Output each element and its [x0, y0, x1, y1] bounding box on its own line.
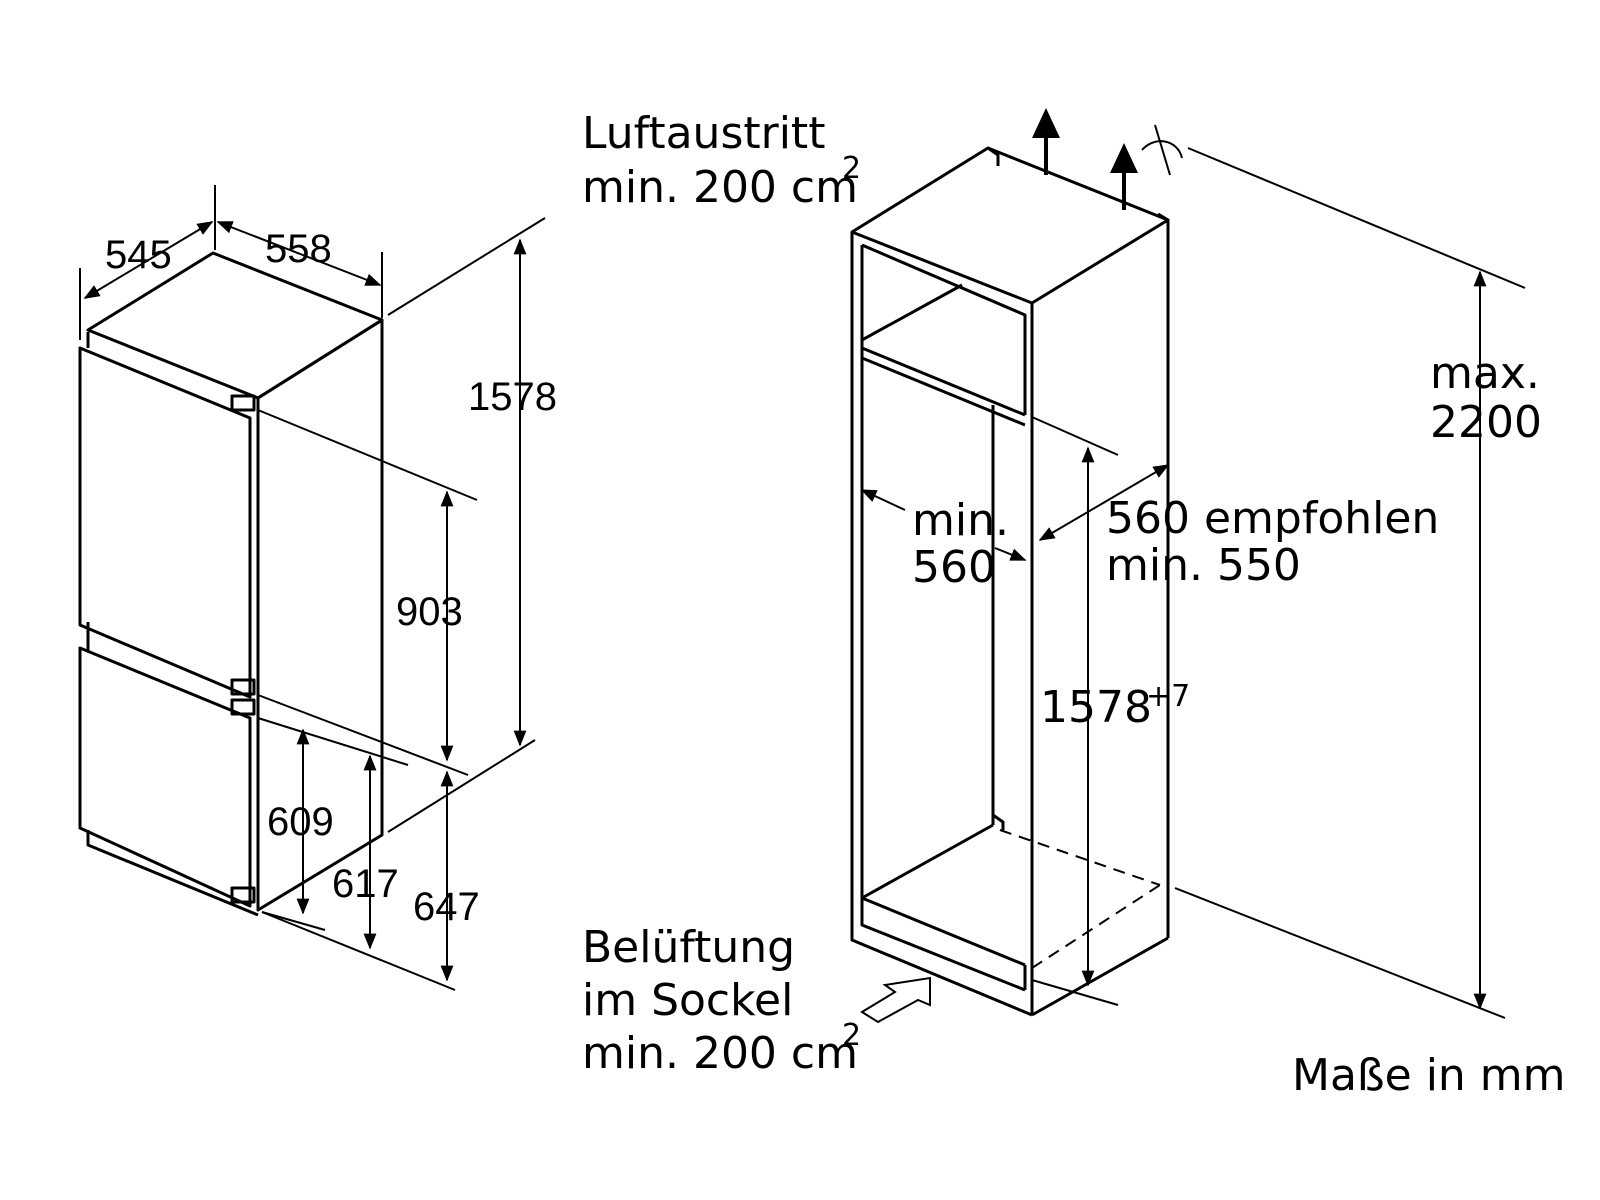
dim-558-arrow: [216, 221, 382, 286]
niche-min-label: min.: [912, 495, 1009, 546]
ventilation-line2: im Sockel: [582, 975, 793, 1026]
max-height-value: 2200: [1430, 397, 1542, 448]
units-note: Maße in mm: [1292, 1050, 1566, 1101]
niche-height-value: 1578: [1040, 682, 1152, 733]
break-symbol: [1141, 124, 1183, 176]
niche-front-left: [850, 232, 1033, 1017]
dim-545-label: 545: [105, 233, 172, 277]
ventilation-sup: 2: [842, 1018, 861, 1053]
dim-647-label: 647: [413, 885, 480, 929]
niche-depth-min: min. 550: [1106, 540, 1301, 591]
dim-545-arrow: [83, 221, 214, 299]
hinge-bottom: [230, 886, 256, 904]
niche-min-value: 560: [912, 542, 996, 593]
appliance-drawing: 545 558 1578 903 609 617 647: [78, 185, 557, 991]
ventilation-inlet-arrow: [860, 976, 931, 1024]
ventilation-line3: min. 200 cm: [582, 1028, 858, 1079]
air-outlet-note: Luftaustritt min. 200 cm 2: [582, 108, 861, 213]
air-outlet-line2: min. 200 cm: [582, 162, 858, 213]
air-outlet-line1: Luftaustritt: [582, 108, 825, 159]
air-outlet-arrow-2: [1110, 143, 1138, 210]
dim-width-arrow-right: [994, 547, 1027, 561]
ventilation-note: Belüftung im Sockel min. 200 cm 2: [582, 922, 861, 1079]
dim-1578-label: 1578: [468, 375, 557, 419]
dim-617-label: 617: [332, 862, 399, 906]
dim-depth-arrow: [1038, 464, 1170, 541]
dim-558-label: 558: [265, 227, 332, 271]
niche-drawing: min. 560 560 empfohlen min. 550 1578 +7 …: [850, 108, 1542, 1024]
appliance-base: [86, 830, 259, 917]
appliance-lower-door: [78, 646, 252, 908]
air-outlet-arrow-1: [1032, 108, 1060, 175]
air-outlet-sup: 2: [842, 151, 861, 186]
hinge-top: [230, 394, 256, 412]
hinge-middle: [230, 678, 256, 696]
niche-height-tolerance: +7: [1146, 679, 1190, 714]
max-height-label: max.: [1430, 348, 1540, 399]
dim-903-label: 903: [396, 590, 463, 634]
ventilation-line1: Belüftung: [582, 922, 795, 973]
dim-width-arrow-left: [860, 489, 906, 511]
appliance-upper-door: [78, 346, 252, 699]
niche-depth-recommended: 560 empfohlen: [1106, 493, 1439, 544]
hinge-middle-2: [230, 698, 256, 716]
dim-609-label: 609: [267, 800, 334, 844]
